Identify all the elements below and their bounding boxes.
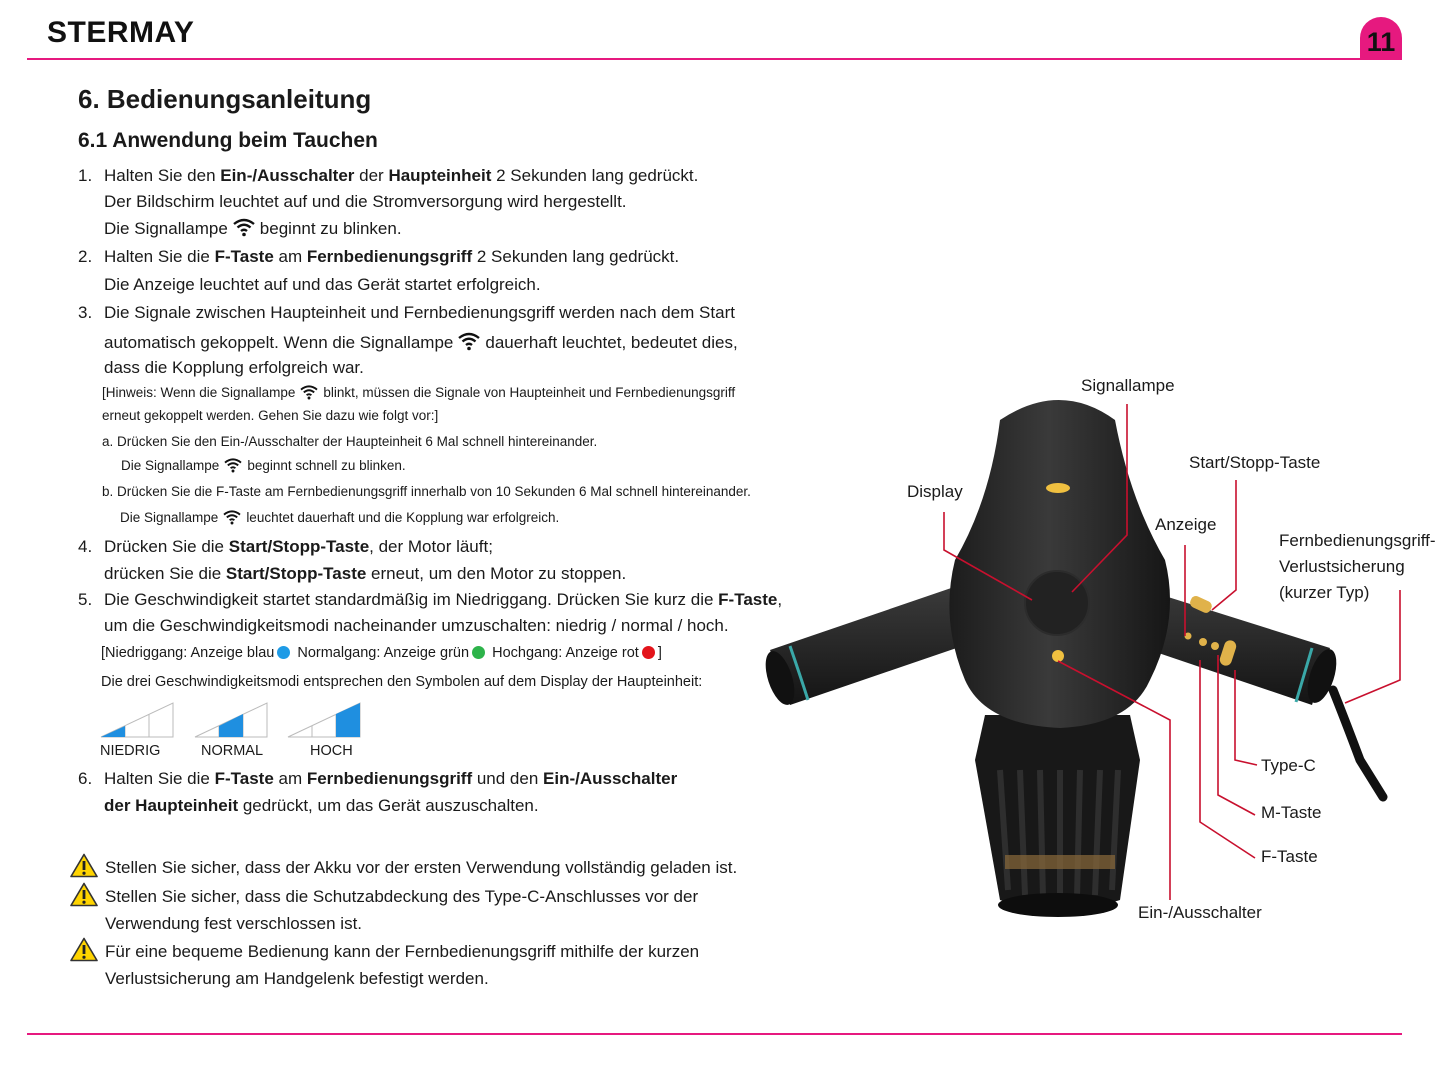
label-ein-aus: Ein-/Ausschalter xyxy=(1138,903,1262,922)
left-handle xyxy=(765,585,980,705)
speed-mode-low-label: NIEDRIG xyxy=(100,743,161,759)
warning-icon xyxy=(70,882,98,912)
label-start-stopp: Start/Stopp-Taste xyxy=(1189,453,1321,472)
warning-3-text-line-2: Verlustsicherung am Handgelenk befestigt… xyxy=(105,969,489,988)
label-anzeige: Anzeige xyxy=(1155,515,1217,534)
step-4-line-2: drücken Sie die Start/Stopp-Taste erneut… xyxy=(104,564,627,583)
step-2-line-1: Halten Sie die F-Taste am Fernbedienungs… xyxy=(104,247,680,266)
step-number: 6. xyxy=(78,769,93,788)
warning-2-text-line-2: Verwendung fest verschlossen ist. xyxy=(105,914,363,933)
blue-indicator-dot xyxy=(277,646,291,659)
m-button xyxy=(1211,642,1219,650)
underwater-scooter-diagram xyxy=(765,400,1401,917)
label-lanyard-2: Verlustsicherung xyxy=(1279,557,1405,576)
step-6-line-2: der Haupteinheit gedrückt, um das Gerät … xyxy=(104,796,539,815)
step-5-line-1: Die Geschwindigkeit startet standardmäßi… xyxy=(104,590,783,609)
step-1-line-2: Der Bildschirm leuchtet auf und die Stro… xyxy=(104,192,627,211)
step-4-line-1: Drücken Sie die Start/Stopp-Taste, der M… xyxy=(104,537,493,556)
speed-mode-normal-label: NORMAL xyxy=(201,743,264,759)
brand-logo: STERMAY xyxy=(47,16,195,49)
warning-icon xyxy=(70,853,98,883)
speed-mode-normal-icon xyxy=(194,702,268,738)
main-body xyxy=(949,400,1170,728)
f-button xyxy=(1199,638,1207,646)
wifi-signal-icon xyxy=(458,332,481,351)
step-5-line-4: Die drei Geschwindigkeitsmodi entspreche… xyxy=(101,674,703,690)
green-indicator-dot xyxy=(472,646,486,659)
wifi-signal-icon xyxy=(300,385,318,400)
type-c-cover xyxy=(1219,640,1237,666)
step-number: 1. xyxy=(78,166,93,185)
step-number: 4. xyxy=(78,537,93,556)
step-3-note-2: erneut gekoppelt werden. Gehen Sie dazu … xyxy=(102,408,439,423)
subsection-title: 6.1 Anwendung beim Tauchen xyxy=(78,129,378,152)
warning-3-text-line-1: Für eine bequeme Bedienung kann der Fern… xyxy=(105,942,700,961)
signal-lamp xyxy=(1046,483,1070,493)
label-signallampe: Signallampe xyxy=(1081,376,1175,395)
display-window xyxy=(1024,570,1090,636)
label-type-c: Type-C xyxy=(1261,756,1316,775)
indicator-light xyxy=(1184,632,1192,640)
speed-indicator-legend: [Niedriggang: Anzeige blau Normalgang: A… xyxy=(101,645,662,661)
wifi-signal-icon xyxy=(233,218,255,237)
label-m-taste: M-Taste xyxy=(1261,803,1322,822)
step-3b-line-1: b. Drücken Sie die F-Taste am Fernbedien… xyxy=(102,484,751,499)
section-title: 6. Bedienungsanleitung xyxy=(78,84,372,114)
wrist-lanyard xyxy=(1328,685,1388,802)
footer-divider xyxy=(27,1033,1402,1035)
step-3a-line-1: a. Drücken Sie den Ein-/Ausschalter der … xyxy=(102,434,598,449)
header-divider xyxy=(27,58,1402,60)
step-3-line-1: Die Signale zwischen Haupteinheit und Fe… xyxy=(104,303,735,322)
step-6-line-1: Halten Sie die F-Taste am Fernbedienungs… xyxy=(104,769,678,788)
step-1-line-1: Halten Sie den Ein-/Ausschalter der Haup… xyxy=(104,166,699,185)
warning-icon xyxy=(70,937,98,967)
start-stop-button xyxy=(1190,595,1212,613)
label-lanyard-3: (kurzer Typ) xyxy=(1279,583,1370,602)
step-number: 3. xyxy=(78,303,93,322)
step-5-line-2: um die Geschwindigkeitsmodi nacheinander… xyxy=(104,616,729,635)
step-3-line-3: dass die Kopplung erfolgreich war. xyxy=(104,358,364,377)
label-display: Display xyxy=(907,482,963,501)
label-lanyard-1: Fernbedienungsgriff- xyxy=(1279,531,1436,550)
red-indicator-dot xyxy=(641,646,655,659)
step-number: 2. xyxy=(78,247,93,266)
speed-mode-low-icon xyxy=(100,702,174,738)
step-3-line-2: automatisch gekoppelt. Wenn die Signalla… xyxy=(104,332,738,352)
page-number-badge: 11 xyxy=(1360,17,1402,59)
wifi-signal-icon xyxy=(223,510,241,525)
power-button xyxy=(1052,650,1064,662)
step-2-line-2: Die Anzeige leuchtet auf und das Gerät s… xyxy=(104,275,541,294)
wifi-signal-icon xyxy=(224,458,242,473)
propeller-cage xyxy=(975,715,1140,917)
speed-mode-high-icon xyxy=(287,702,361,738)
warning-2-text-line-1: Stellen Sie sicher, dass die Schutzabdec… xyxy=(105,887,699,906)
step-number: 5. xyxy=(78,590,93,609)
label-f-taste: F-Taste xyxy=(1261,847,1318,866)
warning-1-text: Stellen Sie sicher, dass der Akku vor de… xyxy=(105,858,738,877)
speed-mode-high-label: HOCH xyxy=(310,743,353,759)
